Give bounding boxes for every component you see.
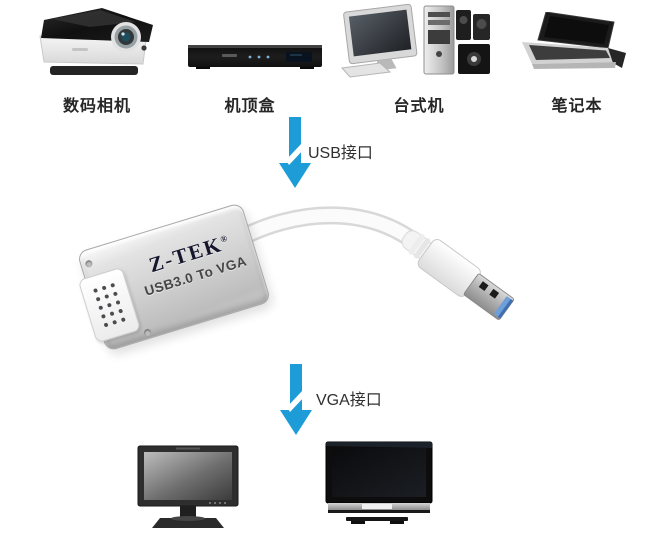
- usb-cable-and-plug: [226, 206, 515, 320]
- label-projector: 数码相机: [62, 98, 132, 115]
- screw-hole-bottom: [143, 328, 152, 338]
- usb-vga-adapter: Z-TEK® USB3.0 To VGA: [70, 196, 540, 371]
- vga-step-label: VGA接口: [316, 392, 382, 409]
- usb-arrow-icon: [279, 117, 311, 188]
- screw-hole-top: [84, 259, 94, 269]
- vga-arrow-icon: [280, 364, 312, 435]
- registered-mark: ®: [219, 233, 229, 245]
- desktop-pc-illustration: [340, 3, 490, 78]
- usb-plug: [401, 230, 515, 320]
- adapter-print: Z-TEK® USB3.0 To VGA: [128, 226, 255, 301]
- set-top-box-illustration: [188, 45, 322, 69]
- vga-pin-holes: [90, 279, 128, 331]
- tv-illustration: [325, 441, 433, 524]
- label-laptop: 笔记本: [551, 98, 603, 115]
- projector-illustration: [39, 8, 153, 75]
- label-set-top-box: 机顶盒: [224, 98, 276, 115]
- usb-step-label: USB接口: [308, 145, 373, 162]
- lcd-monitor-illustration: [137, 445, 239, 528]
- laptop-illustration: [522, 12, 626, 69]
- label-desktop-pc: 台式机: [393, 98, 445, 115]
